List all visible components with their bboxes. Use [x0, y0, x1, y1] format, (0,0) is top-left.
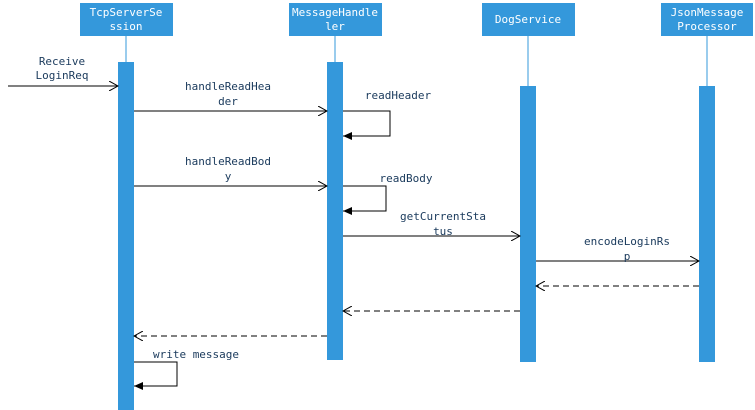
message-handle-header-line2: der — [218, 95, 238, 108]
participant-msg-line1: MessageHandle — [292, 6, 378, 19]
message-receive-line2: LoginReq — [36, 69, 89, 82]
participant-tcp-line2: ssion — [109, 20, 142, 33]
message-read-header: readHeader — [343, 89, 432, 140]
participant-json-line1: JsonMessage — [671, 6, 744, 19]
message-current-status: getCurrentSta tus — [343, 210, 520, 238]
message-current-status-line2: tus — [433, 225, 453, 238]
participant-json: JsonMessage Processor — [661, 3, 753, 36]
message-read-header-label: readHeader — [365, 89, 432, 102]
activation-msg — [327, 62, 343, 360]
participant-tcp-line1: TcpServerSe — [90, 6, 163, 19]
participant-msg-line2: ler — [325, 20, 345, 33]
message-read-body-label: readBody — [380, 172, 433, 185]
participant-dog: DogService — [482, 3, 575, 36]
message-receive: Receive LoginReq — [8, 55, 118, 86]
participant-json-line2: Processor — [677, 20, 737, 33]
message-handle-body: handleReadBod y — [134, 155, 327, 186]
activation-json — [699, 86, 715, 362]
participant-msg: MessageHandle ler — [289, 3, 382, 36]
message-read-body: readBody — [343, 172, 433, 215]
participant-tcp: TcpServerSe ssion — [80, 3, 173, 36]
message-handle-body-line1: handleReadBod — [185, 155, 271, 168]
message-encode-login: encodeLoginRs p — [536, 235, 699, 263]
message-handle-header-line1: handleReadHea — [185, 80, 271, 93]
message-current-status-line1: getCurrentSta — [400, 210, 486, 223]
message-encode-login-line1: encodeLoginRs — [584, 235, 670, 248]
message-handle-header: handleReadHea der — [134, 80, 327, 111]
message-write-label: write message — [153, 348, 239, 361]
message-write: write message — [134, 348, 239, 390]
activation-dog — [520, 86, 536, 362]
message-handle-body-line2: y — [225, 170, 232, 183]
message-encode-login-line2: p — [624, 250, 631, 263]
message-receive-line1: Receive — [39, 55, 85, 68]
activation-tcp — [118, 62, 134, 410]
participant-dog-line1: DogService — [495, 13, 561, 26]
